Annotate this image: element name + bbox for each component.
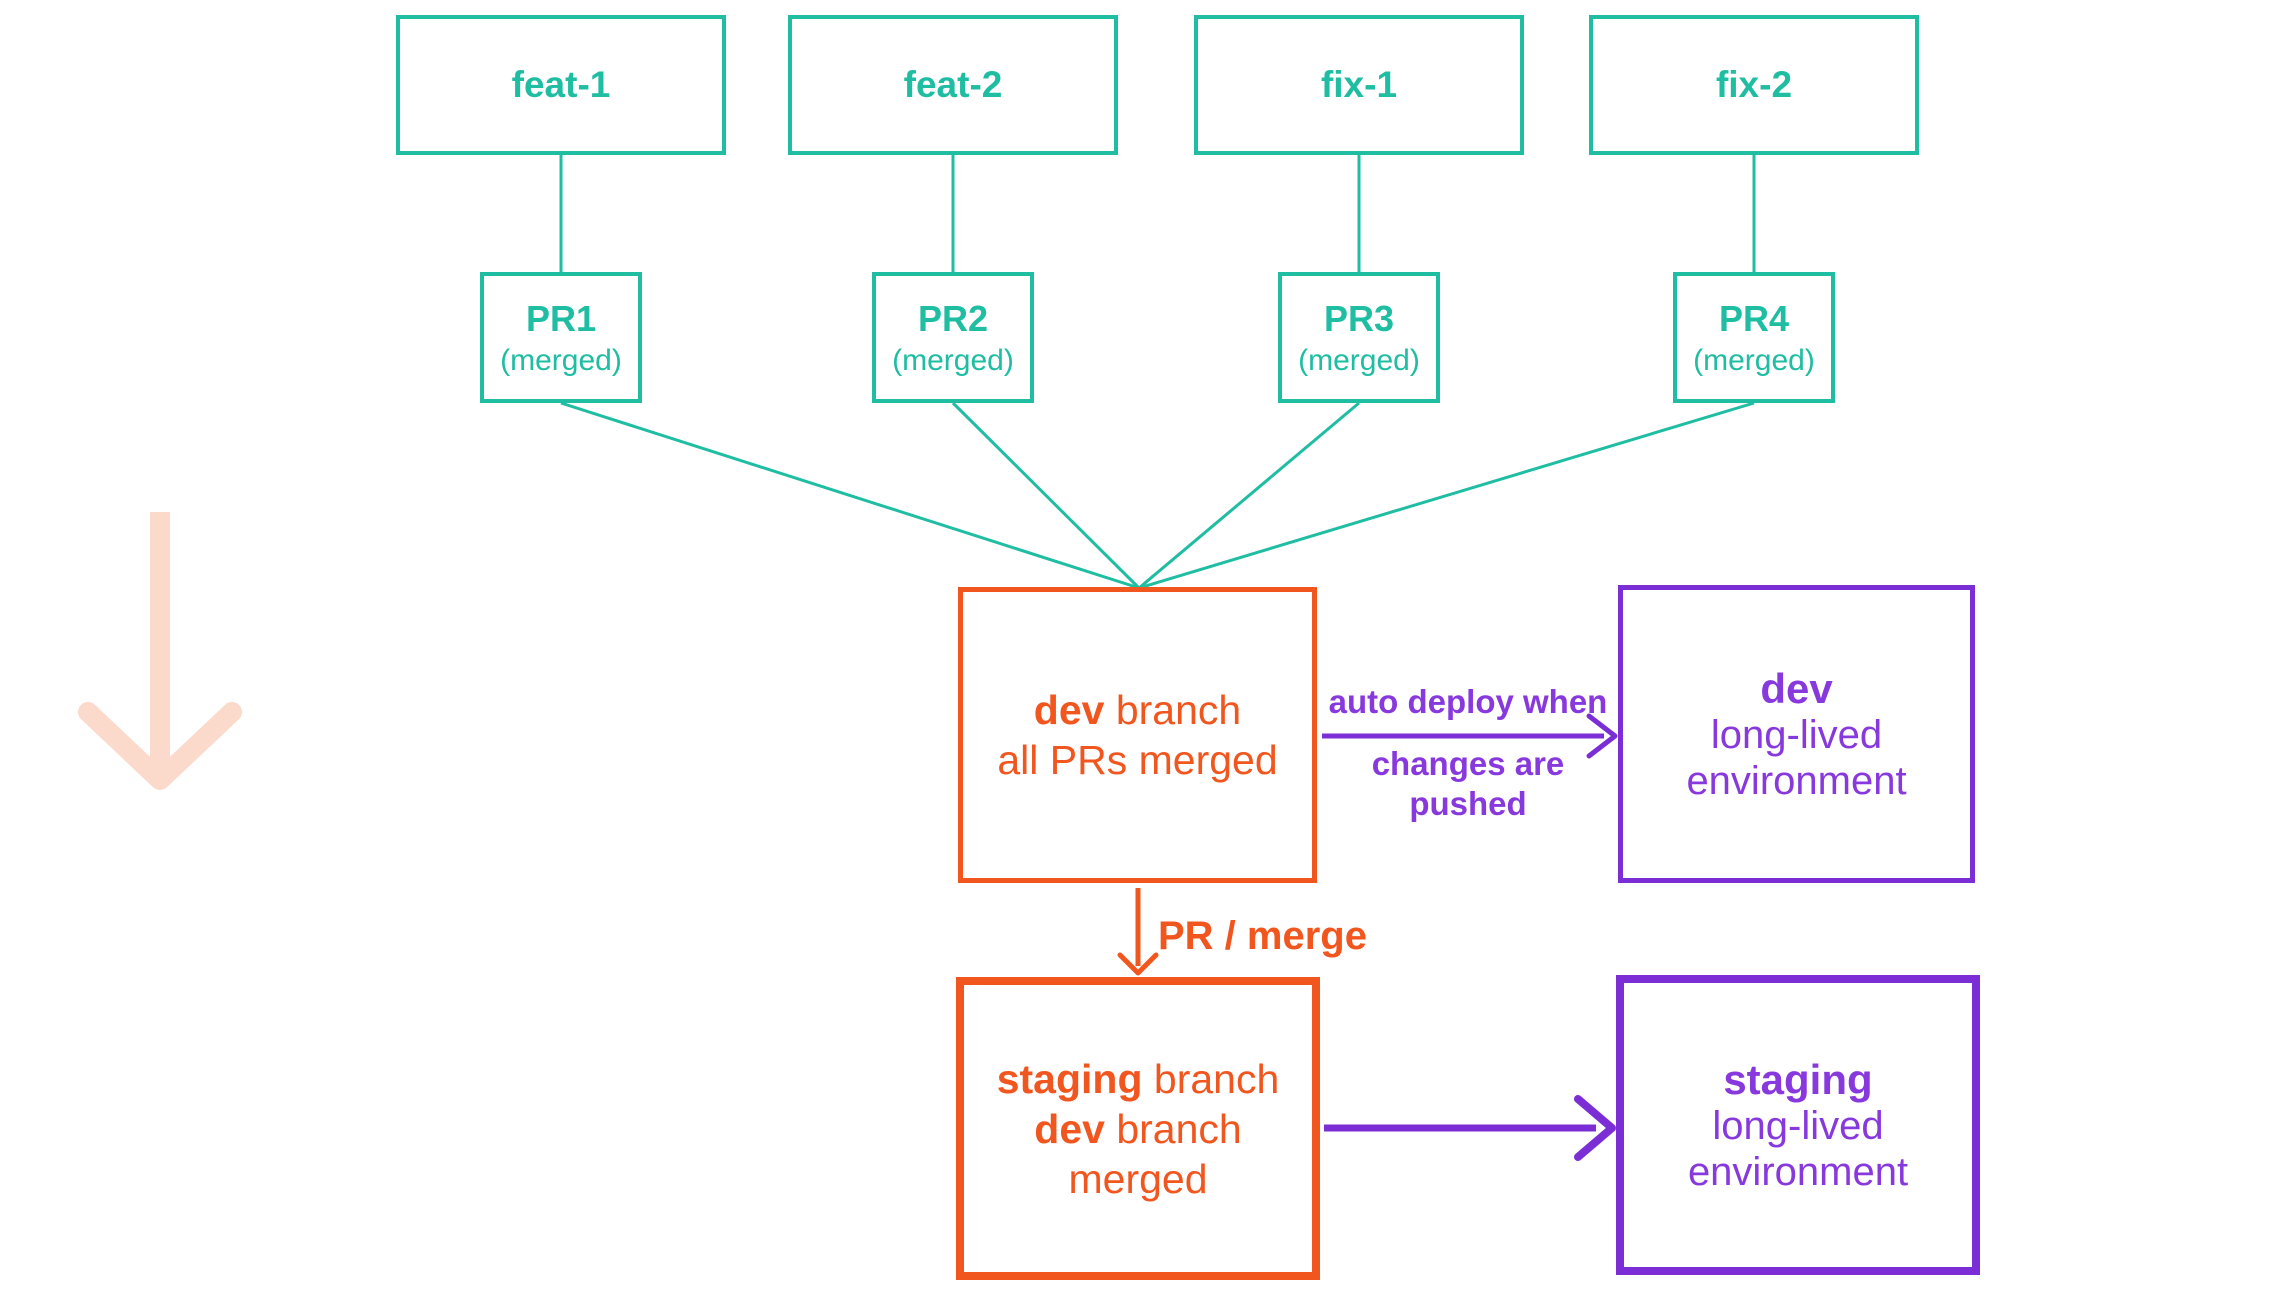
- node-fix-1-label: fix-1: [1320, 64, 1398, 105]
- node-dev-environment-title: dev: [1760, 664, 1833, 712]
- staging-deploy-arrow-head-icon: [1574, 1095, 1616, 1161]
- node-pr1-status: (merged): [500, 343, 622, 377]
- node-feat-1: feat-1: [396, 15, 726, 155]
- node-fix-1: fix-1: [1194, 15, 1524, 155]
- staging-branch-subtitle-emphasis: dev: [1034, 1105, 1105, 1152]
- node-dev-branch: dev branch all PRs merged: [958, 587, 1317, 883]
- node-dev-environment-line2: environment: [1686, 758, 1907, 803]
- auto-deploy-label-line2: changes are pushed: [1371, 745, 1565, 822]
- node-feat-2: feat-2: [788, 15, 1118, 155]
- node-staging-environment-title: staging: [1723, 1055, 1873, 1103]
- node-dev-environment: dev long-lived environment: [1618, 585, 1975, 883]
- staging-branch-subtitle-rest: branch merged: [1068, 1105, 1242, 1202]
- node-staging-environment-line1: long-lived: [1712, 1103, 1884, 1148]
- pr-merge-arrow-head-icon: [1117, 952, 1159, 976]
- dev-branch-title-rest: branch: [1104, 687, 1242, 733]
- node-pr2: PR2 (merged): [872, 272, 1034, 403]
- node-feat-1-label: feat-1: [511, 64, 611, 105]
- staging-branch-title-rest: branch: [1142, 1055, 1280, 1102]
- node-pr2-title: PR2: [917, 297, 989, 339]
- node-pr4-status: (merged): [1693, 343, 1815, 377]
- node-dev-branch-subtitle: all PRs merged: [997, 737, 1278, 783]
- pink-down-arrow-head-icon: [78, 702, 242, 790]
- merge-line-pr3-dev: [1138, 401, 1360, 590]
- node-staging-environment: staging long-lived environment: [1616, 975, 1980, 1275]
- merge-line-pr2-dev: [951, 401, 1141, 590]
- node-pr2-status: (merged): [892, 343, 1014, 377]
- node-dev-branch-title: dev branch: [1034, 685, 1241, 735]
- node-pr1-title: PR1: [525, 297, 597, 339]
- node-pr1: PR1 (merged): [480, 272, 642, 403]
- staging-branch-title-emphasis: staging: [996, 1055, 1143, 1102]
- node-pr3-status: (merged): [1298, 343, 1420, 377]
- node-pr3-title: PR3: [1323, 297, 1395, 339]
- node-pr3: PR3 (merged): [1278, 272, 1440, 403]
- node-staging-environment-line2: environment: [1687, 1149, 1909, 1194]
- node-fix-2-label: fix-2: [1715, 64, 1793, 105]
- pr-merge-label: PR / merge: [1158, 914, 1367, 958]
- node-feat-2-label: feat-2: [903, 64, 1003, 105]
- node-staging-branch-title: staging branch: [997, 1054, 1280, 1104]
- merge-line-pr1-dev: [560, 401, 1140, 590]
- dev-branch-title-emphasis: dev: [1033, 687, 1105, 733]
- node-staging-branch-subtitle: dev branch merged: [964, 1104, 1312, 1204]
- node-pr4: PR4 (merged): [1673, 272, 1835, 403]
- auto-deploy-label-line1: auto deploy when: [1328, 683, 1608, 720]
- node-staging-branch: staging branch dev branch merged: [956, 977, 1320, 1280]
- node-dev-environment-line1: long-lived: [1710, 712, 1883, 757]
- auto-deploy-label: auto deploy when changes are pushed: [1322, 682, 1614, 824]
- merge-line-pr4-dev: [1138, 401, 1755, 590]
- node-pr4-title: PR4: [1718, 297, 1790, 339]
- node-fix-2: fix-2: [1589, 15, 1919, 155]
- auto-deploy-arrow-head-icon: [1586, 713, 1618, 759]
